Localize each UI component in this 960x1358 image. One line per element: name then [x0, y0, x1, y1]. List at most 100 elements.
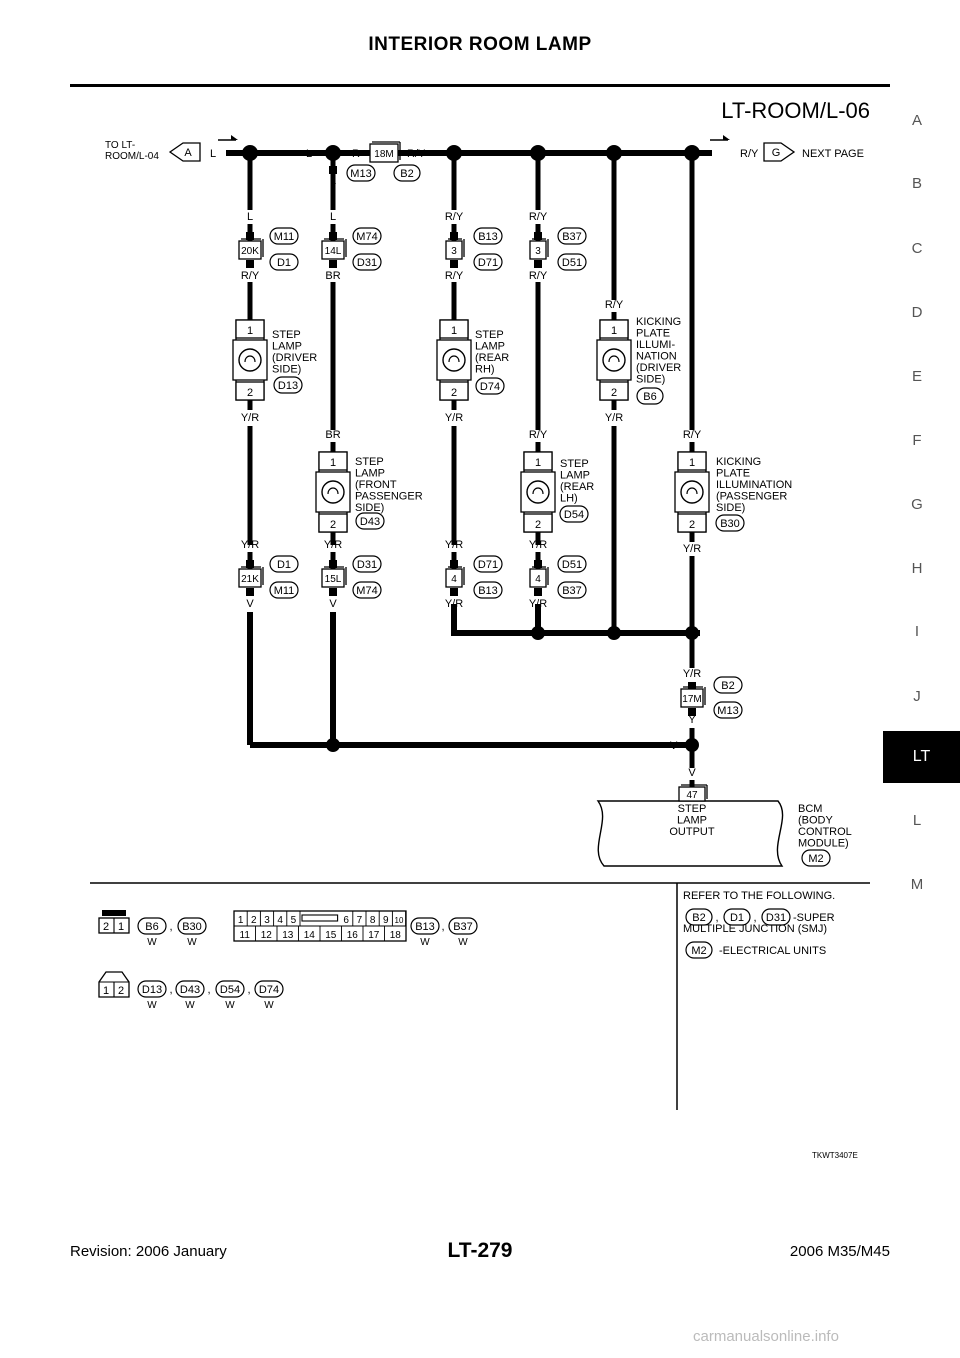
- lamp-step-driver-label: STEP: [272, 329, 301, 341]
- legend-ref-d54: [215, 980, 245, 998]
- legend-color: W: [225, 1000, 235, 1011]
- section-tab-f[interactable]: F: [912, 432, 922, 449]
- legend-comma: ,: [169, 921, 172, 933]
- lamp-step-rear-rh-label: STEP: [475, 329, 504, 341]
- connector-ref-m13-j: [713, 701, 743, 719]
- legend-ref-b13: [410, 917, 440, 935]
- connector-ref-d1-b: [269, 555, 299, 573]
- wire-color-label: Y/R: [529, 539, 547, 551]
- connector-ref-b2-j: B2: [721, 680, 734, 692]
- pin-square: [246, 560, 254, 568]
- section-tab-m[interactable]: M: [910, 876, 924, 893]
- lamp-kicking-driver-label: KICKING: [636, 316, 681, 328]
- section-tab-j[interactable]: J: [913, 688, 921, 705]
- connector-ref-m11-b: [269, 581, 299, 599]
- lamp-step-rear-rh-label: LAMP: [475, 341, 505, 353]
- wire-color-label: R/Y: [241, 270, 260, 282]
- section-tab-h[interactable]: H: [911, 560, 923, 577]
- pin-square: [450, 232, 458, 240]
- connector-ref-d31-b: [352, 555, 382, 573]
- legend-ref-b37: [448, 917, 478, 935]
- connector-face-pin: 2: [103, 921, 109, 933]
- bcm-terminal-label: LAMP: [677, 815, 707, 827]
- legend-ref-d43: D43: [180, 984, 200, 996]
- pin-square: [450, 588, 458, 596]
- wire-color-label: R/Y: [445, 270, 464, 282]
- pin-square: [329, 232, 337, 240]
- splice-dot: [607, 626, 621, 640]
- page-connector-tag: [168, 142, 201, 162]
- connector-ref-m74-b: [352, 581, 382, 599]
- section-tab-b[interactable]: B: [911, 175, 922, 192]
- legend-ref-d54: D54: [220, 984, 240, 996]
- connector-face-pin: 4: [277, 915, 283, 926]
- wire-color-label: R/Y: [407, 148, 426, 160]
- bcm-name: CONTROL: [798, 826, 852, 838]
- bulb-icon: [244, 355, 256, 363]
- lamp-kicking-driver: [599, 319, 629, 339]
- lamp-step-rear-rh: 1: [451, 325, 457, 337]
- refer-ref-d31: D31: [766, 912, 786, 924]
- lamp-step-driver: 2: [247, 387, 253, 399]
- legend-comma: ,: [441, 921, 444, 933]
- section-tab-g[interactable]: G: [911, 496, 923, 513]
- flow-arrow: [723, 135, 730, 140]
- connector-face-pin: 5: [291, 915, 297, 926]
- lamp-step-driver-label: (DRIVER: [272, 352, 317, 364]
- lamp-step-rear-rh: [439, 319, 469, 339]
- bulb-icon: [442, 348, 466, 372]
- connector-pin: 4: [451, 574, 457, 585]
- wire-color-label: BR: [325, 429, 340, 441]
- refer-text: MULTIPLE JUNCTION (SMJ): [683, 923, 827, 935]
- pin-square: [246, 260, 254, 268]
- flow-arrow: [231, 135, 238, 140]
- wire-color-label: Y/R: [241, 539, 259, 551]
- section-tab-d[interactable]: D: [911, 304, 923, 321]
- pin-square: [329, 260, 337, 268]
- connector-pin: 3: [535, 246, 541, 257]
- connector-ref-m2: M2: [808, 853, 823, 865]
- legend-ref-b37: B37: [453, 921, 473, 933]
- connector-pin: [238, 568, 262, 588]
- legend-ref-b30: B30: [182, 921, 202, 933]
- lamp-step-rear-rh-label: RH): [475, 364, 495, 376]
- section-tab-a[interactable]: A: [911, 112, 922, 129]
- lamp-kicking-passenger-label: ILLUMINATION: [716, 479, 792, 491]
- header-rule: [70, 84, 890, 87]
- section-tab-i[interactable]: I: [914, 623, 920, 640]
- wire-color-label: V: [670, 740, 678, 752]
- legend-comma: ,: [247, 984, 250, 996]
- section-tab-e[interactable]: E: [911, 368, 922, 385]
- section-tab-c[interactable]: C: [911, 240, 923, 257]
- connector-face-pin: 18: [390, 930, 402, 941]
- connector-ref-b37-b: B37: [562, 585, 582, 597]
- refer-ref-d1: D1: [730, 912, 744, 924]
- section-tab-active[interactable]: LT: [883, 731, 960, 783]
- lamp-step-rear-lh: [523, 451, 553, 471]
- legend-ref-b6: B6: [145, 921, 158, 933]
- legend-comma: ,: [169, 984, 172, 996]
- legend-ref-d13: D13: [142, 984, 162, 996]
- bulb-icon: [532, 487, 544, 495]
- figure-code: TKWT3407E: [812, 1151, 858, 1160]
- legend-ref-b6: [137, 917, 167, 935]
- section-tab-l[interactable]: L: [912, 812, 922, 829]
- bcm-name: (BODY: [798, 815, 834, 827]
- bulb-icon: [680, 480, 704, 504]
- legend-comma: ,: [753, 912, 756, 924]
- refer-ref-d1: [723, 908, 751, 926]
- connector-face-pin: 2: [251, 915, 257, 926]
- bulb-icon: [448, 355, 460, 363]
- wire-color-label: L: [330, 211, 336, 223]
- lamp-step-front-passenger-label: SIDE): [355, 502, 384, 514]
- junction-pin-18m: [369, 143, 399, 163]
- connector-pin: [238, 240, 262, 260]
- lamp-step-driver-label: LAMP: [272, 341, 302, 353]
- lamp-step-rear-lh-label: (REAR: [560, 481, 594, 493]
- wire-color-label: R/Y: [445, 211, 464, 223]
- wire-color-label: L: [306, 148, 312, 160]
- lamp-kicking-passenger: 1: [689, 457, 695, 469]
- lamp-step-rear-lh: 1: [535, 457, 541, 469]
- lamp-step-front-passenger-label: STEP: [355, 456, 384, 468]
